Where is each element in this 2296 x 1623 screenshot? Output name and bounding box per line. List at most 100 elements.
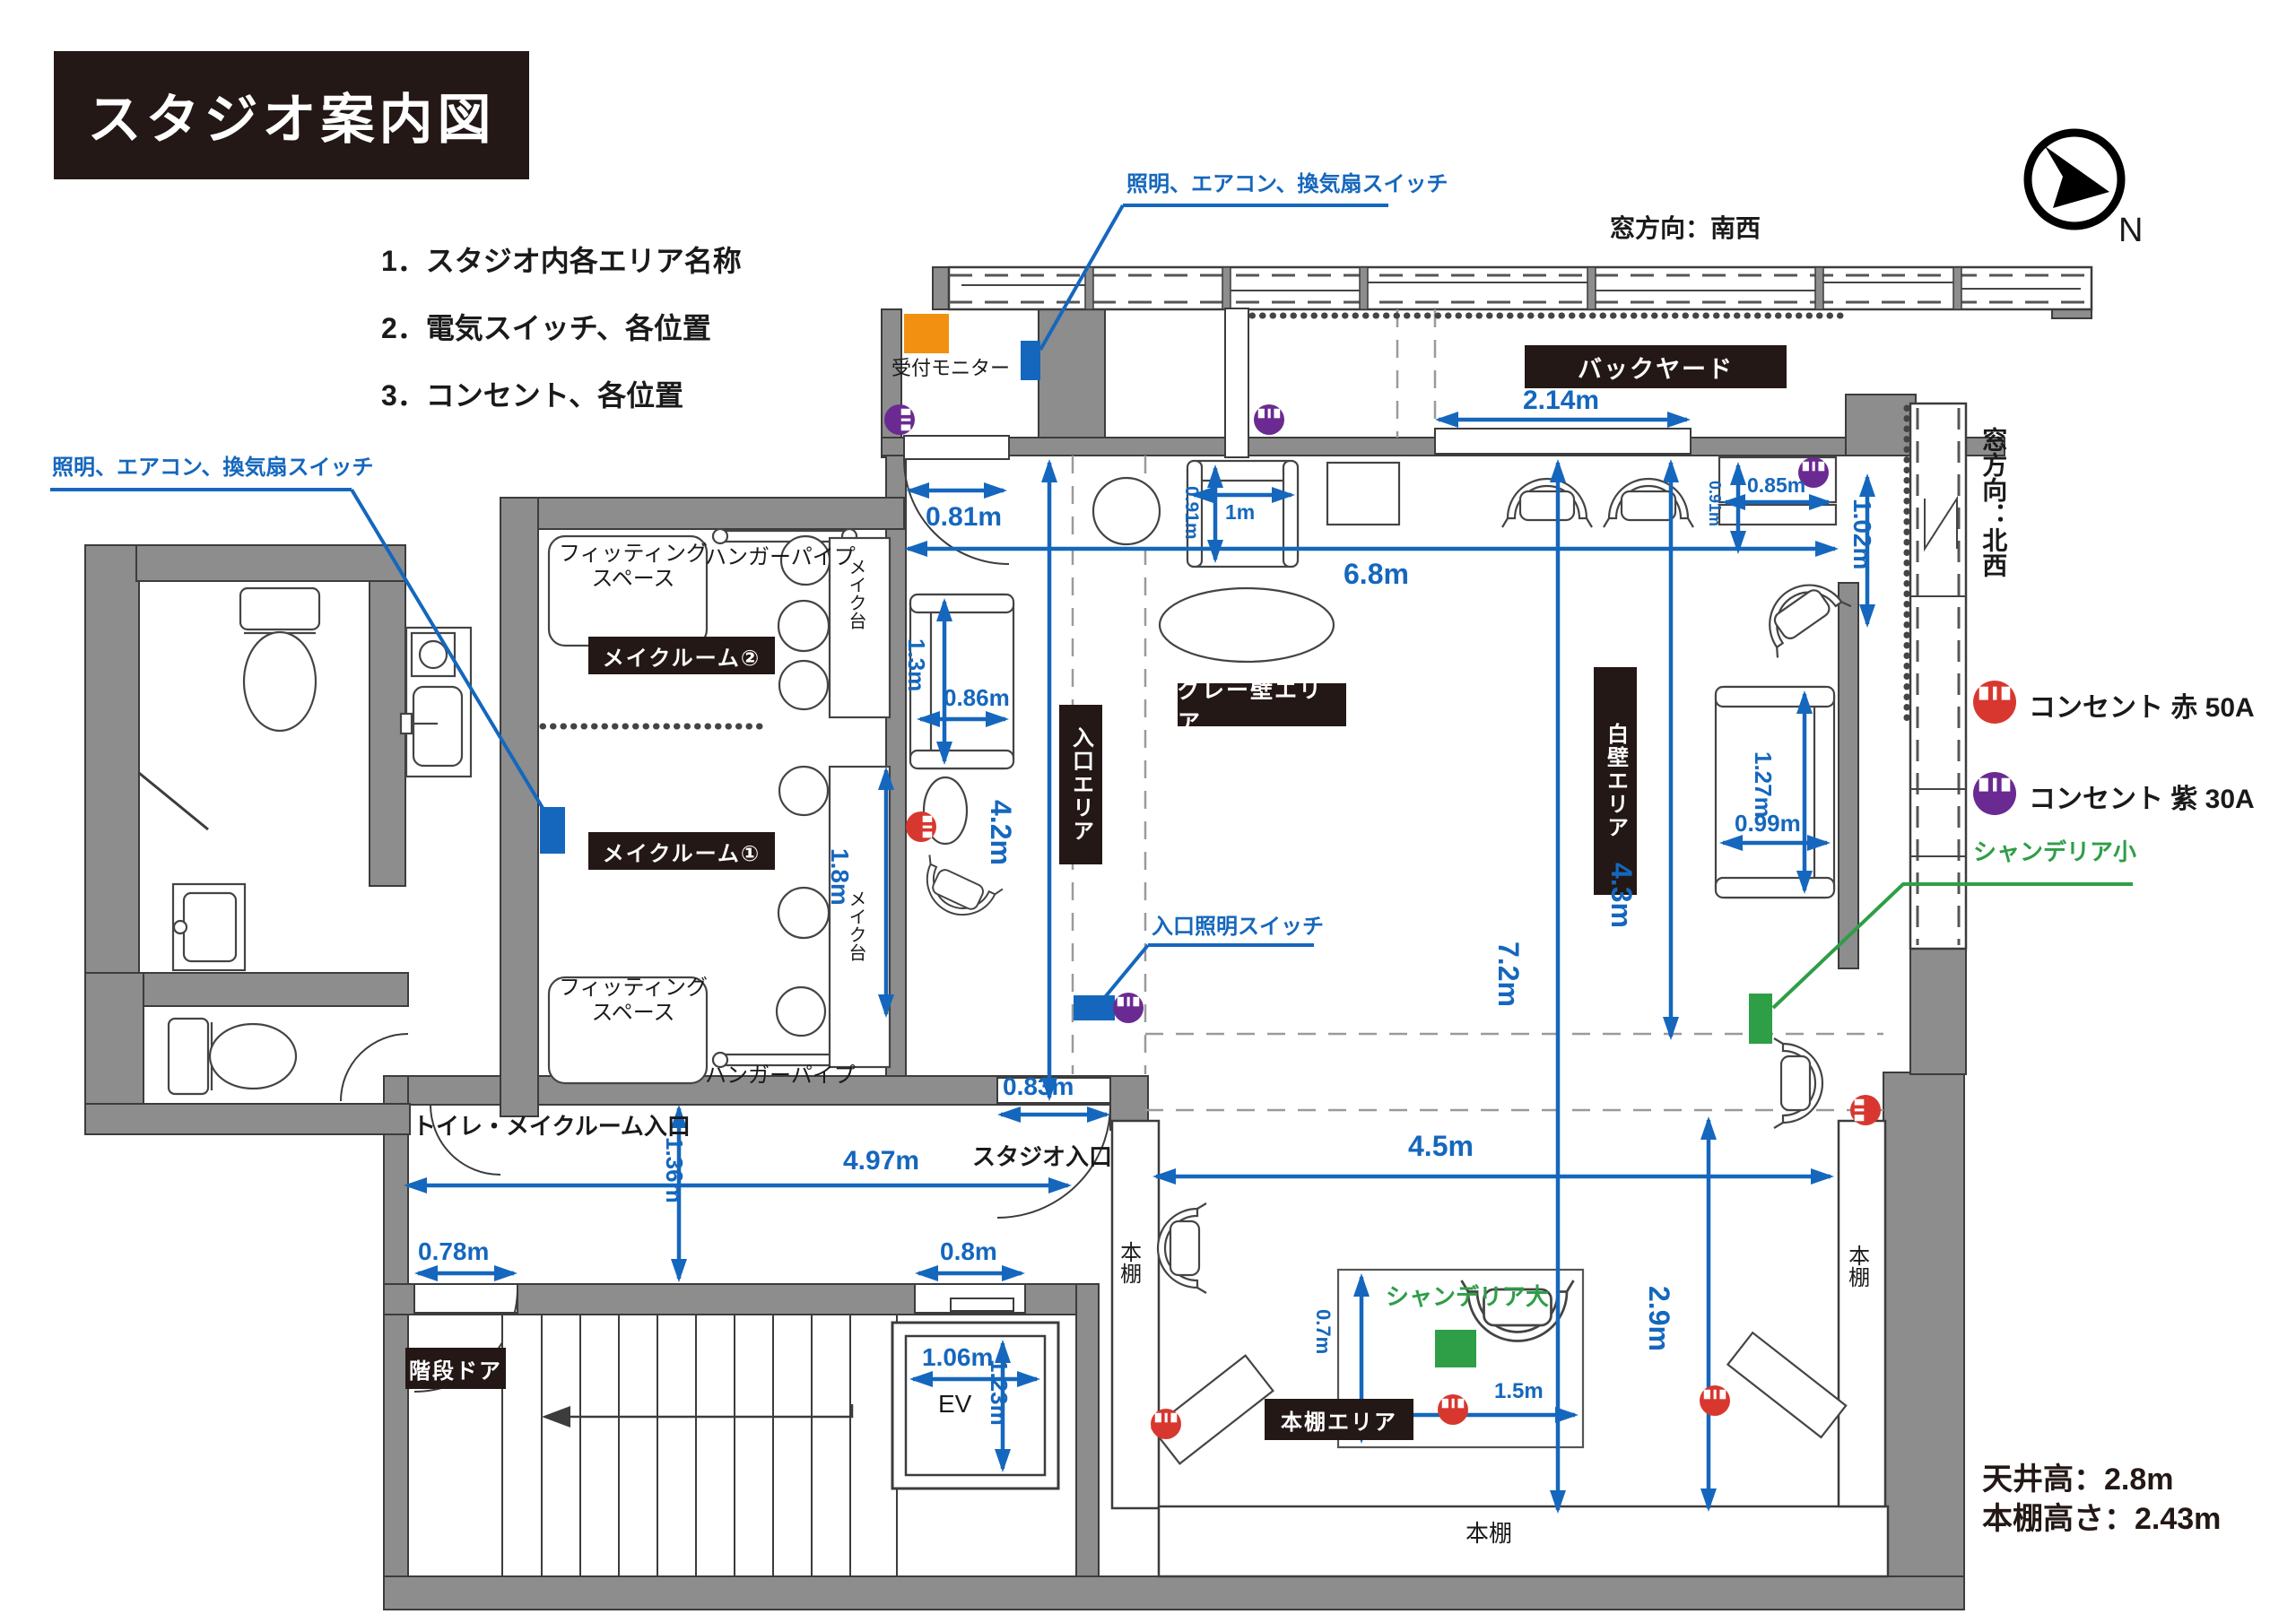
tub-chair bbox=[1769, 584, 1852, 658]
side-table bbox=[1326, 461, 1401, 526]
text-label: 窓方向：北西 bbox=[1979, 427, 2008, 577]
tub-chair bbox=[1603, 477, 1694, 528]
dimension bbox=[1700, 1116, 1717, 1512]
dimension-label: 1.3m bbox=[903, 638, 930, 692]
dimension-label: 0.91m bbox=[1706, 481, 1724, 527]
toilet-upper bbox=[239, 586, 321, 733]
dimension bbox=[1796, 690, 1813, 894]
dimension-label: 0.8m bbox=[940, 1237, 997, 1265]
rug-oval bbox=[1158, 586, 1335, 664]
tub-chair bbox=[1773, 1037, 1824, 1129]
area-label-box: 入口エリア bbox=[1059, 705, 1102, 864]
switch-label: 入口照明スイッチ bbox=[1152, 915, 1324, 939]
dimension-label: 0.99m bbox=[1735, 810, 1801, 837]
light-switch bbox=[1021, 341, 1040, 380]
area-label-box: 白壁エリア bbox=[1594, 667, 1637, 895]
round-table bbox=[1091, 476, 1161, 546]
dimension bbox=[909, 1371, 1040, 1387]
tub-chair bbox=[1156, 1202, 1207, 1294]
outlet-red-icon bbox=[906, 812, 936, 842]
legend-label: コンセント 紫 30A bbox=[2029, 785, 2255, 814]
dimension bbox=[995, 1340, 1011, 1472]
outlet-purple-icon bbox=[884, 404, 915, 435]
note-1: 1．スタジオ内各エリア名称 bbox=[381, 245, 742, 277]
fitting-space-lower bbox=[547, 976, 709, 1085]
outlet-red-icon bbox=[1700, 1385, 1730, 1416]
dimension-label: 4.2m bbox=[985, 800, 1017, 865]
dimension bbox=[1663, 459, 1679, 1040]
dimension-label: 1.27m bbox=[1750, 751, 1777, 818]
vanity-counter bbox=[399, 626, 473, 778]
switch-label: 照明、エアコン、換気扇スイッチ bbox=[1126, 172, 1448, 196]
footer-note: 天井高：2.8m bbox=[1982, 1462, 2174, 1497]
switch-leader-line bbox=[350, 488, 547, 814]
outlet-purple-icon bbox=[1798, 457, 1829, 488]
dimension bbox=[1435, 412, 1691, 428]
dimension bbox=[671, 1105, 687, 1282]
text-label: ハンガーパイプ bbox=[705, 1063, 856, 1088]
door-leaves bbox=[413, 308, 1692, 1314]
page-title: スタジオ案内図 bbox=[54, 51, 529, 179]
dimension-label: 4.97m bbox=[843, 1146, 920, 1176]
dimension-label: 0.91m bbox=[1181, 486, 1202, 540]
note-3: 3．コンセント、各位置 bbox=[381, 379, 684, 412]
outlet-purple-icon bbox=[1254, 404, 1284, 435]
text-label: メイク台 bbox=[846, 558, 865, 629]
text-label: 本棚 bbox=[1844, 1245, 1869, 1288]
text-label: シャンデリア小 bbox=[1973, 838, 2137, 865]
text-label: N bbox=[2118, 212, 2144, 249]
light-switch bbox=[1074, 995, 1115, 1020]
outlet-red-icon bbox=[1151, 1409, 1181, 1439]
chandelier-leader-line bbox=[1771, 882, 2133, 1010]
dimension-label: 1.5m bbox=[1494, 1379, 1544, 1403]
tub-chair bbox=[1460, 1280, 1575, 1342]
tub-chair bbox=[1501, 477, 1593, 528]
area-label-box: 階段ドア bbox=[405, 1348, 506, 1389]
dimension-label: 0.78m bbox=[418, 1237, 490, 1265]
text-label: EV bbox=[938, 1390, 972, 1418]
elevator bbox=[891, 1321, 1060, 1490]
text-label: ハンガーパイプ bbox=[705, 545, 856, 569]
window-sash-symbol bbox=[1924, 495, 1958, 552]
chandelier-large-marker bbox=[1435, 1330, 1476, 1367]
dimension-label: 0.81m bbox=[926, 502, 1003, 532]
makeup-table-2 bbox=[828, 536, 891, 719]
switch-label: 照明、エアコン、換気扇スイッチ bbox=[52, 456, 374, 480]
dimension bbox=[1719, 835, 1831, 851]
dimension-label: 6.8m bbox=[1344, 558, 1409, 590]
text-label: フィッティング スペース bbox=[558, 976, 709, 1025]
area-label-box: 本棚エリア bbox=[1265, 1399, 1413, 1440]
text-label: トイレ・メイクルーム入口 bbox=[413, 1113, 691, 1140]
compass-north-arrow bbox=[2023, 128, 2126, 230]
curtain-coils bbox=[539, 312, 1910, 730]
dimension-label: 4.3m bbox=[1605, 863, 1638, 928]
makeup-table-1 bbox=[828, 765, 891, 1069]
dimension bbox=[1550, 459, 1566, 1514]
dimension-label: 1.06m bbox=[922, 1343, 994, 1371]
dimension bbox=[1207, 464, 1223, 563]
text-label: 窓方向：南西 bbox=[1610, 214, 1761, 242]
light-switch bbox=[540, 807, 565, 854]
leaning-board-right bbox=[1726, 1331, 1848, 1439]
reception-monitor bbox=[904, 314, 949, 353]
dimension-label: 1.8m bbox=[826, 848, 854, 906]
dimension bbox=[414, 1265, 517, 1281]
text-label: 本棚 bbox=[1465, 1520, 1513, 1547]
leaning-board-left bbox=[1151, 1354, 1274, 1465]
dimension-label: 2.9m bbox=[1643, 1286, 1675, 1351]
text-label: 受付モニター bbox=[891, 357, 1011, 379]
text-label: メイク台 bbox=[846, 890, 865, 961]
dimension-label: 2.14m bbox=[1523, 386, 1600, 415]
dimension bbox=[878, 767, 894, 1018]
window-band-right bbox=[1909, 402, 1968, 950]
stairs bbox=[501, 1314, 898, 1577]
outlet-purple-icon bbox=[1113, 993, 1144, 1023]
dimension bbox=[1730, 462, 1746, 554]
dimension bbox=[936, 598, 952, 765]
switch-leader-line bbox=[1039, 204, 1125, 351]
chairs bbox=[926, 477, 1852, 1342]
stairs-direction-arrow bbox=[542, 1406, 570, 1428]
makeup-stools bbox=[775, 534, 831, 1037]
